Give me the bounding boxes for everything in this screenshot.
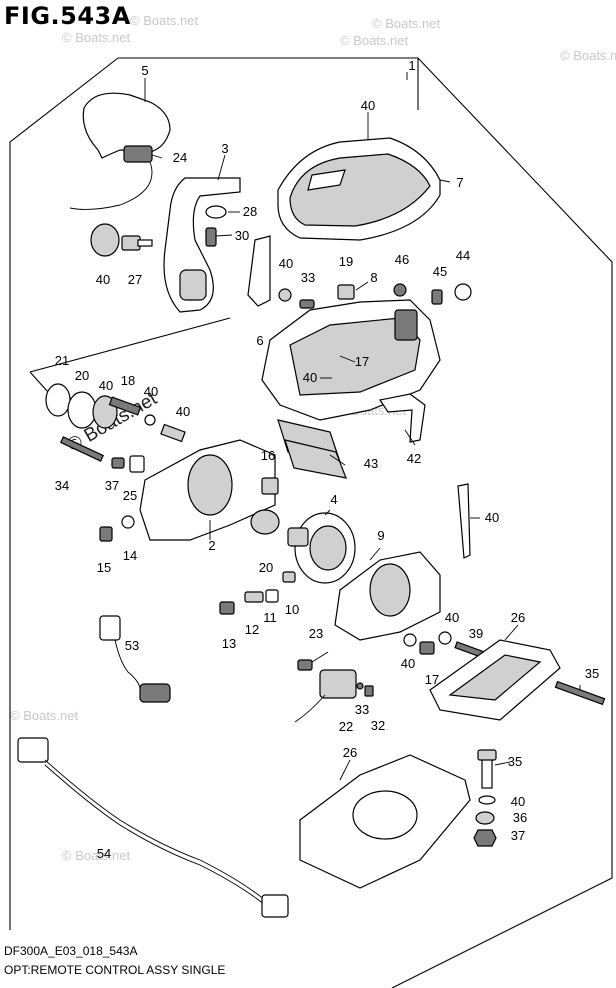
callout-label: 40 — [99, 378, 113, 393]
callout-label: 14 — [123, 548, 137, 563]
callout-label: 17 — [425, 672, 439, 687]
callout-label: 39 — [469, 626, 483, 641]
callout-label: 18 — [121, 373, 135, 388]
callout-label: 53 — [125, 638, 139, 653]
callout-label: 44 — [456, 248, 470, 263]
callout-label: 6 — [256, 333, 263, 348]
callout-label: 40 — [303, 370, 317, 385]
callout-label: 40 — [144, 384, 158, 399]
callout-label: 4 — [330, 492, 337, 507]
callout-label: 5 — [141, 63, 148, 78]
callout-label: 21 — [55, 353, 69, 368]
callout-label: 43 — [364, 456, 378, 471]
figure-description: OPT:REMOTE CONTROL ASSY SINGLE — [4, 963, 226, 977]
callout-label: 33 — [301, 270, 315, 285]
callout-label: 17 — [355, 354, 369, 369]
callout-label: 23 — [309, 626, 323, 641]
callout-label: 9 — [377, 528, 384, 543]
callout-label: 12 — [245, 622, 259, 637]
callout-label: 1 — [408, 58, 415, 73]
callout-label: 3 — [221, 141, 228, 156]
callout-label: 40 — [401, 656, 415, 671]
callout-label: 20 — [259, 560, 273, 575]
callout-label: 30 — [235, 228, 249, 243]
callout-label: 40 — [361, 98, 375, 113]
callout-label: 42 — [407, 451, 421, 466]
callout-label: 24 — [173, 150, 187, 165]
callout-label: 26 — [511, 610, 525, 625]
watermark-text: © Boats.net — [560, 48, 616, 63]
part-handle — [82, 92, 171, 159]
watermark-text: © Boats.net — [372, 16, 441, 31]
callout-label: 26 — [343, 745, 357, 760]
callout-label: 35 — [508, 754, 522, 769]
callout-label: 22 — [339, 719, 353, 734]
callout-label: 40 — [96, 272, 110, 287]
watermark-text: © Boats.net — [62, 30, 131, 45]
callout-label: 10 — [285, 602, 299, 617]
figure-title: FIG.543A — [4, 2, 131, 30]
callout-label: 7 — [456, 175, 463, 190]
callout-label: 37 — [511, 828, 525, 843]
callout-label: 25 — [123, 488, 137, 503]
watermark-text: © Boats.net — [62, 848, 131, 863]
callout-label: 46 — [395, 252, 409, 267]
callout-label: 15 — [97, 560, 111, 575]
callout-label: 2 — [208, 538, 215, 553]
callout-label: 40 — [445, 610, 459, 625]
callout-label: 32 — [371, 718, 385, 733]
callout-label: 40 — [511, 794, 525, 809]
watermark-text: © Boats.net — [340, 33, 409, 48]
callout-label: 36 — [513, 810, 527, 825]
callout-layer: 5 1 40 7 3 24 28 30 40 27 40 33 19 8 46 … — [55, 58, 599, 861]
part-switch — [123, 145, 153, 163]
callout-label: 34 — [55, 478, 69, 493]
callout-label: 27 — [128, 272, 142, 287]
callout-label: 37 — [105, 478, 119, 493]
callout-label: 19 — [339, 254, 353, 269]
callout-label: 40 — [176, 404, 190, 419]
callout-label: 35 — [585, 666, 599, 681]
callout-label: 40 — [279, 256, 293, 271]
assembly-frame — [9, 57, 613, 988]
callout-label: 20 — [75, 368, 89, 383]
callout-label: 16 — [261, 448, 275, 463]
callout-label: 54 — [97, 846, 111, 861]
callout-label: 28 — [243, 204, 257, 219]
callout-label: 33 — [355, 702, 369, 717]
callout-label: 8 — [370, 270, 377, 285]
callout-label: 11 — [263, 610, 277, 625]
callout-label: 40 — [485, 510, 499, 525]
watermark-text: © Boats.net — [10, 708, 79, 723]
figure-code: DF300A_E03_018_543A — [4, 944, 138, 958]
watermark-text: © Boats.net — [130, 13, 199, 28]
callout-label: 13 — [222, 636, 236, 651]
leader-lines — [144, 72, 581, 781]
callout-label: 45 — [433, 264, 447, 279]
